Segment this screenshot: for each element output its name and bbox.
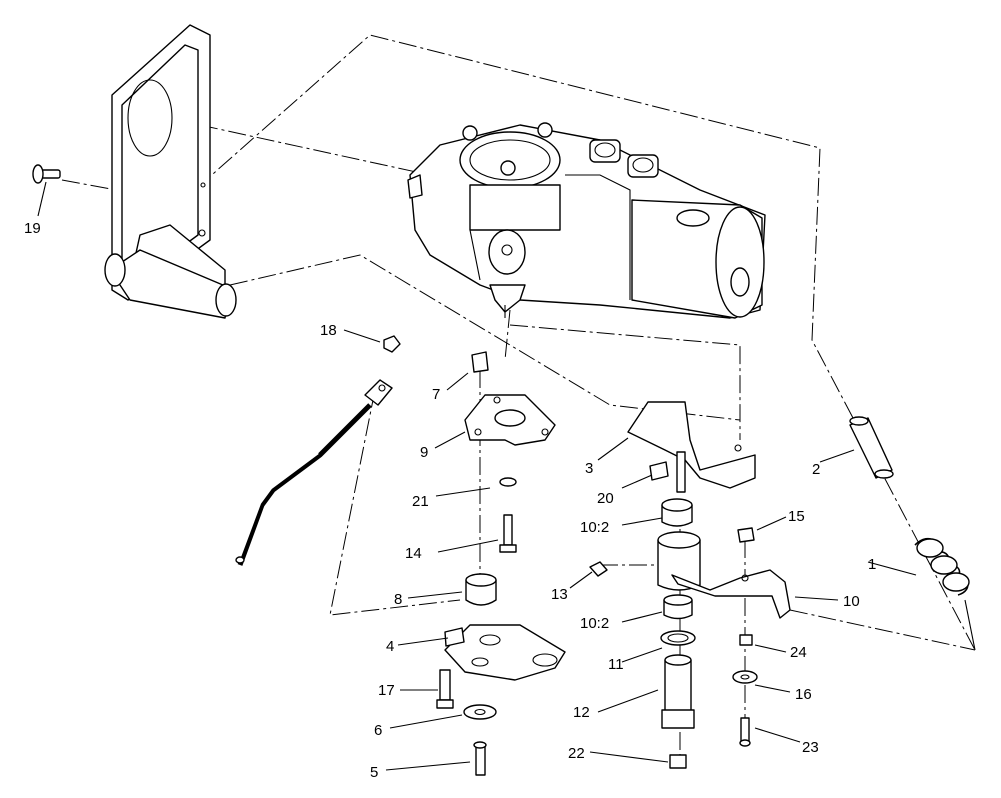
- callout-1: 1: [868, 556, 876, 573]
- callout-18: 18: [320, 322, 337, 339]
- callout-20: 20: [597, 490, 614, 507]
- callout-13: 13: [551, 586, 568, 603]
- callout-11: 11: [608, 656, 624, 673]
- callout-3: 3: [585, 460, 593, 477]
- callout-22: 22: [568, 745, 585, 762]
- leader-lines: [37, 181, 917, 771]
- control-rod: [235, 335, 401, 566]
- callout-16: 16: [795, 686, 812, 703]
- pump-assembly: [407, 122, 766, 319]
- clevis-pin-19: [32, 164, 61, 184]
- callout-7: 7: [432, 386, 440, 403]
- control-arm-10: [671, 527, 791, 747]
- mounting-bracket: [104, 24, 237, 319]
- callout-14: 14: [405, 545, 422, 562]
- callout-12: 12: [573, 704, 590, 721]
- callout-10-2-lower: 10:2: [580, 615, 609, 632]
- callout-6: 6: [374, 722, 382, 739]
- callout-17: 17: [378, 682, 395, 699]
- callout-21: 21: [412, 493, 429, 510]
- left-linkage-stack: [436, 351, 566, 776]
- callout-15: 15: [788, 508, 805, 525]
- pivot-stack: [589, 498, 701, 769]
- callout-2: 2: [812, 461, 820, 478]
- callout-10: 10: [843, 593, 860, 610]
- callout-24: 24: [790, 644, 807, 661]
- sleeve-2: [849, 416, 894, 479]
- callout-23: 23: [802, 739, 819, 756]
- callout-8: 8: [394, 591, 402, 608]
- callout-19: 19: [24, 220, 41, 237]
- callout-9: 9: [420, 444, 428, 461]
- callout-labels: 1 2 3 4 5 6 7 8 9 10 10:2 10:2 11 12 13 …: [24, 220, 876, 781]
- callout-10-2-upper: 10:2: [580, 519, 609, 536]
- callout-5: 5: [370, 764, 378, 781]
- bracket-3: [627, 401, 756, 493]
- spring-1: [914, 538, 976, 651]
- callout-4: 4: [386, 638, 394, 655]
